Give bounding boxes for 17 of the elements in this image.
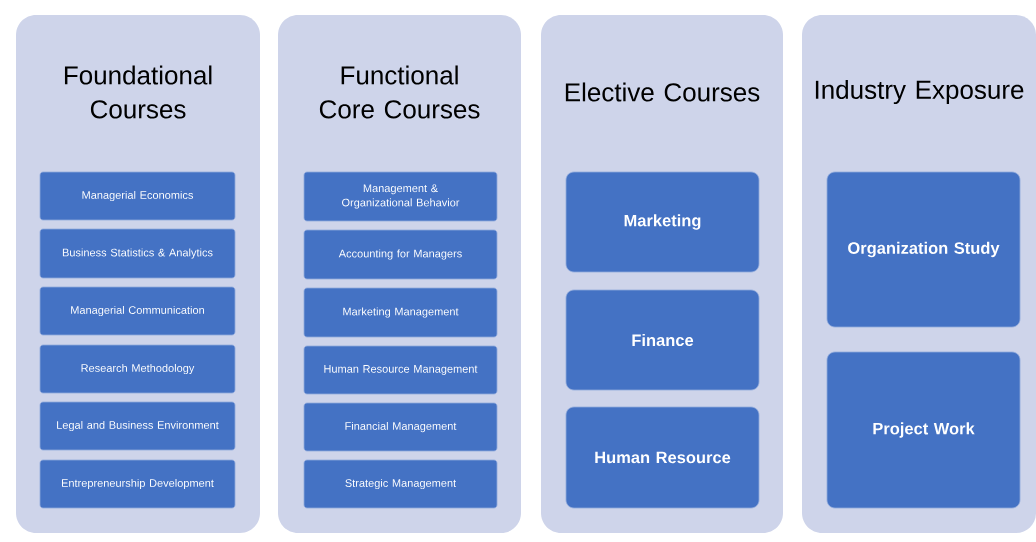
course-box: Finance bbox=[565, 289, 760, 391]
course-box: Managerial Communication bbox=[39, 286, 236, 336]
course-box: Managerial Economics bbox=[39, 171, 236, 221]
course-box: Accounting for Managers bbox=[303, 229, 498, 280]
course-box: Research Methodology bbox=[39, 344, 236, 394]
course-box: Marketing bbox=[565, 171, 760, 273]
course-box: Entrepreneurship Development bbox=[39, 459, 236, 509]
course-box: Organization Study bbox=[826, 171, 1021, 328]
course-box: Management & Organizational Behavior bbox=[303, 171, 498, 222]
course-box: Strategic Management bbox=[303, 459, 498, 509]
course-box: Financial Management bbox=[303, 402, 498, 452]
course-box: Human Resource Management bbox=[303, 345, 498, 395]
course-box: Business Statistics & Analytics bbox=[39, 228, 236, 279]
course-box: Marketing Management bbox=[303, 287, 498, 338]
course-box: Project Work bbox=[826, 351, 1021, 509]
course-box: Legal and Business Environment bbox=[39, 401, 236, 451]
course-box: Human Resource bbox=[565, 406, 760, 509]
